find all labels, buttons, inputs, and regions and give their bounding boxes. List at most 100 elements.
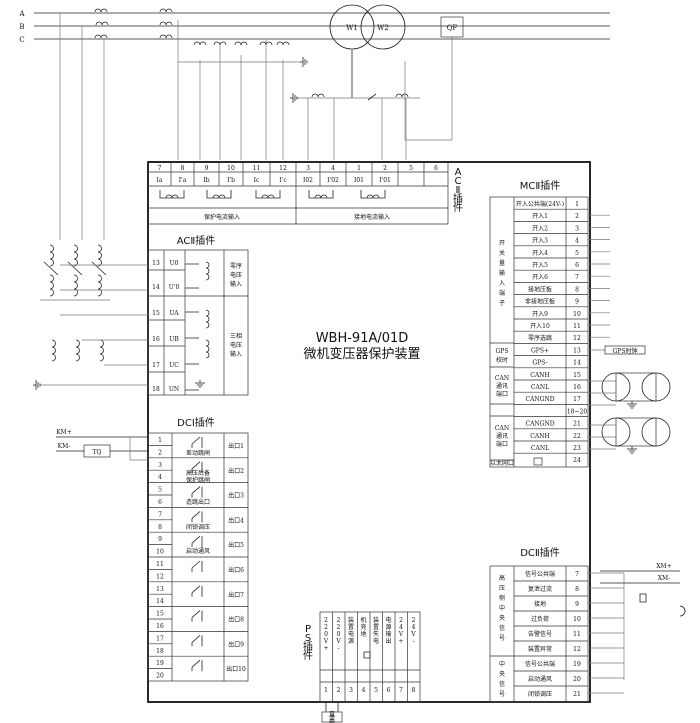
transformer-w1 <box>329 4 375 50</box>
ac2-label: UB <box>169 336 179 343</box>
dc1-num: 9 <box>158 536 162 543</box>
plugin-label-top: ACⅡ插件 <box>453 167 463 214</box>
vertical-char: 2 <box>412 617 416 624</box>
coil <box>395 93 409 98</box>
three-phase-label: 电压 <box>230 341 242 349</box>
top-terminal-num: 2 <box>383 165 387 172</box>
ps-num: 7 <box>399 687 403 694</box>
vertical-char: S <box>305 633 311 644</box>
dc1-output-label: 出口10 <box>226 665 246 673</box>
bus-c-label: C <box>19 36 24 44</box>
coil <box>97 274 102 297</box>
vertical-char: 入 <box>499 280 505 287</box>
dc1-num: 4 <box>158 474 162 481</box>
can-cable-1 <box>615 372 657 402</box>
dc1-output-label: 出口5 <box>228 541 244 549</box>
dc1-output-label: 出口6 <box>228 566 244 574</box>
top-terminal-num: 1 <box>357 165 361 172</box>
coil <box>49 244 54 267</box>
ac2-num: 15 <box>152 310 160 317</box>
device-model: WBH-91A/01D <box>316 331 409 346</box>
ps-num: 5 <box>374 687 378 694</box>
coil <box>205 261 210 281</box>
mc2-row-num: 14 <box>573 360 581 367</box>
dc1-num: 17 <box>156 635 164 642</box>
xm-plus-label: XM+ <box>656 563 671 570</box>
vertical-char: 件 <box>453 202 463 214</box>
ac2-label: U0 <box>170 260 179 267</box>
km-minus-label: KM- <box>58 443 71 450</box>
vertical-char: 壳 <box>360 623 366 631</box>
top-terminal-label: I01 <box>354 177 364 184</box>
can-cable-end <box>601 372 631 402</box>
vertical-char: 号 <box>499 635 505 642</box>
vertical-char: V <box>335 638 341 645</box>
dc2-row-label: 装置异常 <box>528 645 552 653</box>
coil <box>311 93 325 98</box>
dc2-row-num: 8 <box>575 586 579 593</box>
dc1-output-label: 出口2 <box>228 467 244 475</box>
dc2-row-num: 7 <box>575 571 579 578</box>
top-terminal-label: I'a <box>179 177 187 184</box>
qf-label: QF <box>447 24 458 32</box>
group-label-ground-current: 接地电流输入 <box>354 213 390 221</box>
vertical-char: 源 <box>385 623 391 631</box>
top-terminal-label: Ib <box>203 177 209 184</box>
ac2-num: 17 <box>152 362 160 369</box>
vertical-char: - <box>412 638 414 645</box>
top-terminal-num: 7 <box>158 165 162 172</box>
contact-blade <box>191 659 201 668</box>
ac2-num: 13 <box>152 260 160 267</box>
dc2-row-label: 闭锁调压 <box>528 690 552 698</box>
mc2-row-num: 7 <box>575 274 579 281</box>
dc1-num: 5 <box>158 487 162 494</box>
zero-seq-label: 电压 <box>230 271 242 279</box>
top-terminal-num: 3 <box>306 165 310 172</box>
vertical-char: 插 <box>453 192 463 205</box>
top-terminal-label: Ia <box>157 177 163 184</box>
coil <box>95 21 109 26</box>
coil <box>51 339 56 362</box>
vertical-char: C <box>455 176 462 187</box>
coil <box>159 34 173 39</box>
ethernet-label: 以太网口 <box>490 459 514 467</box>
top-terminal-num: 11 <box>253 165 261 172</box>
vertical-char: 2 <box>324 624 328 631</box>
mc2-row-label: 开入9 <box>532 311 548 318</box>
vertical-char: 量 <box>499 260 505 267</box>
contact-blade <box>191 610 201 618</box>
dc2-row-num: 19 <box>573 661 581 668</box>
ps-col-label: 24V+ <box>398 617 404 645</box>
dc2-row-label: 启动通风 <box>528 675 552 683</box>
vertical-char: 子 <box>499 300 505 307</box>
xm-minus-label: XM- <box>658 575 670 582</box>
mc2-row-num: 8 <box>575 286 579 293</box>
mc2-row-label: 开入2 <box>532 225 548 232</box>
mc2-row-num: 15 <box>573 372 581 379</box>
dc1-num: 16 <box>156 623 164 630</box>
mc2-frame <box>489 196 589 468</box>
vertical-char: 4 <box>399 624 403 631</box>
dc2-row-num: 12 <box>573 646 581 653</box>
km-plus-label: KM+ <box>56 429 72 436</box>
can-cable-2 <box>615 417 657 447</box>
vertical-char: 置 <box>373 624 379 631</box>
can-cable-end <box>641 417 671 447</box>
bus-b-label: B <box>19 23 24 31</box>
vertical-char: + <box>323 645 328 652</box>
three-phase-label: 三相 <box>230 332 242 340</box>
neutral-switch <box>367 93 377 101</box>
coil <box>212 194 226 199</box>
ethernet-port <box>533 457 543 466</box>
vertical-char: + <box>398 638 403 645</box>
mc2-row-num: 1 <box>575 201 579 208</box>
ac2-wire <box>185 263 199 391</box>
dc2-row-num: 10 <box>573 616 581 623</box>
ps-num: 8 <box>412 687 416 694</box>
